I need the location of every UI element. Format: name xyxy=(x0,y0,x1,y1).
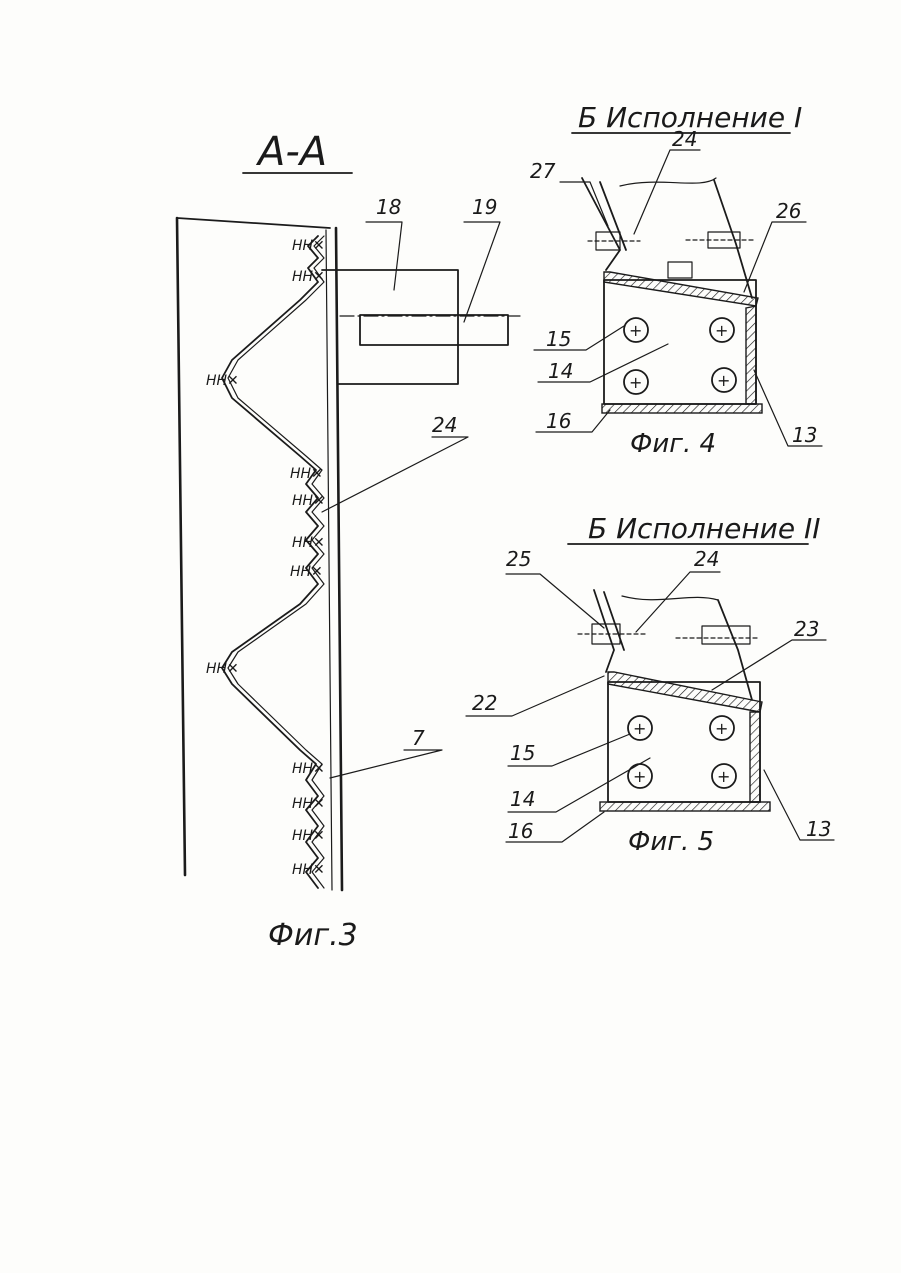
svg-text:HH✕: HH✕ xyxy=(292,862,325,878)
fig5-label-14: 14 xyxy=(510,787,535,811)
svg-text:+: + xyxy=(717,767,730,786)
fig5-label-15: 15 xyxy=(510,741,535,765)
fig3-caption: Фиг.3 xyxy=(268,918,358,953)
fig5-label-23: 23 xyxy=(794,617,819,641)
svg-text:HH✕: HH✕ xyxy=(292,796,325,812)
svg-text:HH✕: HH✕ xyxy=(292,761,325,777)
fig4-label-14: 14 xyxy=(548,359,573,383)
label-7: 7 xyxy=(412,726,425,750)
svg-text:HH✕: HH✕ xyxy=(290,564,323,580)
fig5-caption: Фиг. 5 xyxy=(628,827,714,857)
fig4-label-15: 15 xyxy=(546,327,571,351)
fig5-label-16: 16 xyxy=(508,819,533,843)
svg-text:+: + xyxy=(717,371,730,390)
wall-top-edge xyxy=(177,218,330,228)
leader-7 xyxy=(330,750,442,778)
part-19-shaft xyxy=(360,315,508,345)
svg-text:+: + xyxy=(629,373,642,392)
fig4-label-26: 26 xyxy=(776,199,801,223)
svg-text:HH✕: HH✕ xyxy=(292,493,325,509)
fig4-break-line xyxy=(620,178,716,186)
leader-18 xyxy=(366,222,402,290)
fig5-drawing: Б Исполнение II + + + + xyxy=(466,512,834,857)
fig5-break-line xyxy=(622,596,718,600)
svg-text:+: + xyxy=(715,321,728,340)
fig4-label-24: 24 xyxy=(672,127,697,151)
svg-text:HH✕: HH✕ xyxy=(292,238,325,254)
fig4-label-13: 13 xyxy=(792,423,817,447)
corrugated-profile-inner xyxy=(228,236,324,888)
fig4-column-left xyxy=(582,178,620,270)
svg-text:HH✕: HH✕ xyxy=(292,828,325,844)
fig5-label-25: 25 xyxy=(506,547,531,571)
leader-19 xyxy=(464,222,500,322)
wall-right-plate xyxy=(336,228,342,890)
leader-24 xyxy=(322,437,468,512)
leader-fig4-26 xyxy=(744,222,806,292)
fig5-label-24: 24 xyxy=(694,547,719,571)
wall-left-edge xyxy=(177,218,185,875)
svg-text:HH✕: HH✕ xyxy=(290,466,323,482)
fig5-bottom-plate xyxy=(600,802,770,811)
fig4-drawing: Б Исполнение I + + + + xyxy=(530,101,822,459)
fig4-label-16: 16 xyxy=(546,409,571,433)
fig5-sloped-plate xyxy=(608,672,762,712)
svg-text:+: + xyxy=(629,321,642,340)
fig5-header: Б Исполнение II xyxy=(588,512,820,545)
fig3-drawing: А-А HH✕ HH✕ HH✕ HH✕ HH✕ HH✕ HH✕ HH✕ HH✕ … xyxy=(177,129,520,953)
fig5-column-left-inner xyxy=(604,592,624,650)
section-title: А-А xyxy=(255,129,327,175)
leader-fig4-24 xyxy=(634,150,700,234)
svg-text:HH✕: HH✕ xyxy=(292,535,325,551)
svg-text:HH✕: HH✕ xyxy=(206,373,239,389)
fig5-label-22: 22 xyxy=(472,691,497,715)
svg-text:HH✕: HH✕ xyxy=(206,661,239,677)
fig5-top-bolts xyxy=(578,624,760,644)
fig5-right-wall xyxy=(750,712,760,802)
svg-text:+: + xyxy=(633,767,646,786)
label-18: 18 xyxy=(376,195,401,219)
svg-text:HH✕: HH✕ xyxy=(292,269,325,285)
label-24: 24 xyxy=(432,413,457,437)
svg-text:+: + xyxy=(715,719,728,738)
fig5-column-right xyxy=(718,600,752,700)
fig5-label-13: 13 xyxy=(806,817,831,841)
part-18-bracket xyxy=(322,270,458,384)
fig4-bottom-plate xyxy=(602,404,762,413)
fig4-label-27: 27 xyxy=(530,159,556,183)
svg-text:+: + xyxy=(633,719,646,738)
fig4-right-wall xyxy=(746,306,756,404)
leader-fig5-25 xyxy=(506,574,604,628)
fig4-sloped-plate xyxy=(604,272,758,306)
label-19: 19 xyxy=(472,195,497,219)
fig4-bolts: + + + + xyxy=(624,318,736,394)
fig5-bolts: + + + + xyxy=(628,716,736,788)
corrugated-profile xyxy=(222,236,318,888)
wall-plate-inner xyxy=(326,230,332,890)
leader-fig5-24 xyxy=(636,572,720,632)
leader-fig4-27 xyxy=(560,182,608,226)
fig5-column-left xyxy=(594,590,614,672)
fig4-caption: Фиг. 4 xyxy=(630,429,716,459)
